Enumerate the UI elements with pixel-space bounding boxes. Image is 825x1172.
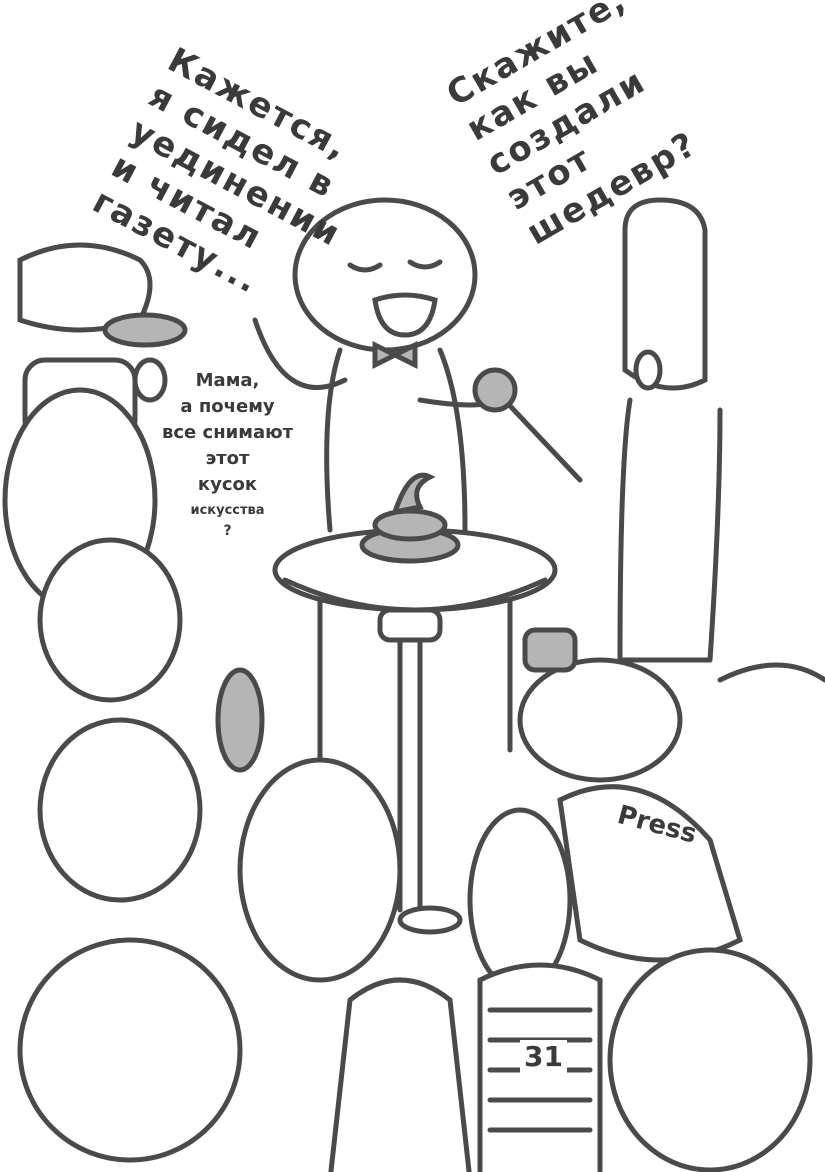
speech-line: кусок [197, 474, 258, 495]
jersey-number: 31 [520, 1040, 567, 1073]
speech-line: а почему [180, 396, 275, 417]
speech-line: ? [223, 523, 232, 539]
speech-line: искусства [190, 503, 265, 518]
speech-line: Мама, [195, 370, 260, 391]
artist-figure [252, 197, 503, 533]
table [272, 527, 558, 935]
reporter-figure [472, 197, 723, 663]
child-speech: Мама, а почему все снимают этот кусок ис… [162, 368, 293, 538]
speech-line: все снимают [162, 422, 294, 443]
poop-sculpture [359, 472, 461, 564]
crowd [17, 537, 825, 1172]
speech-line: этот [205, 448, 250, 469]
